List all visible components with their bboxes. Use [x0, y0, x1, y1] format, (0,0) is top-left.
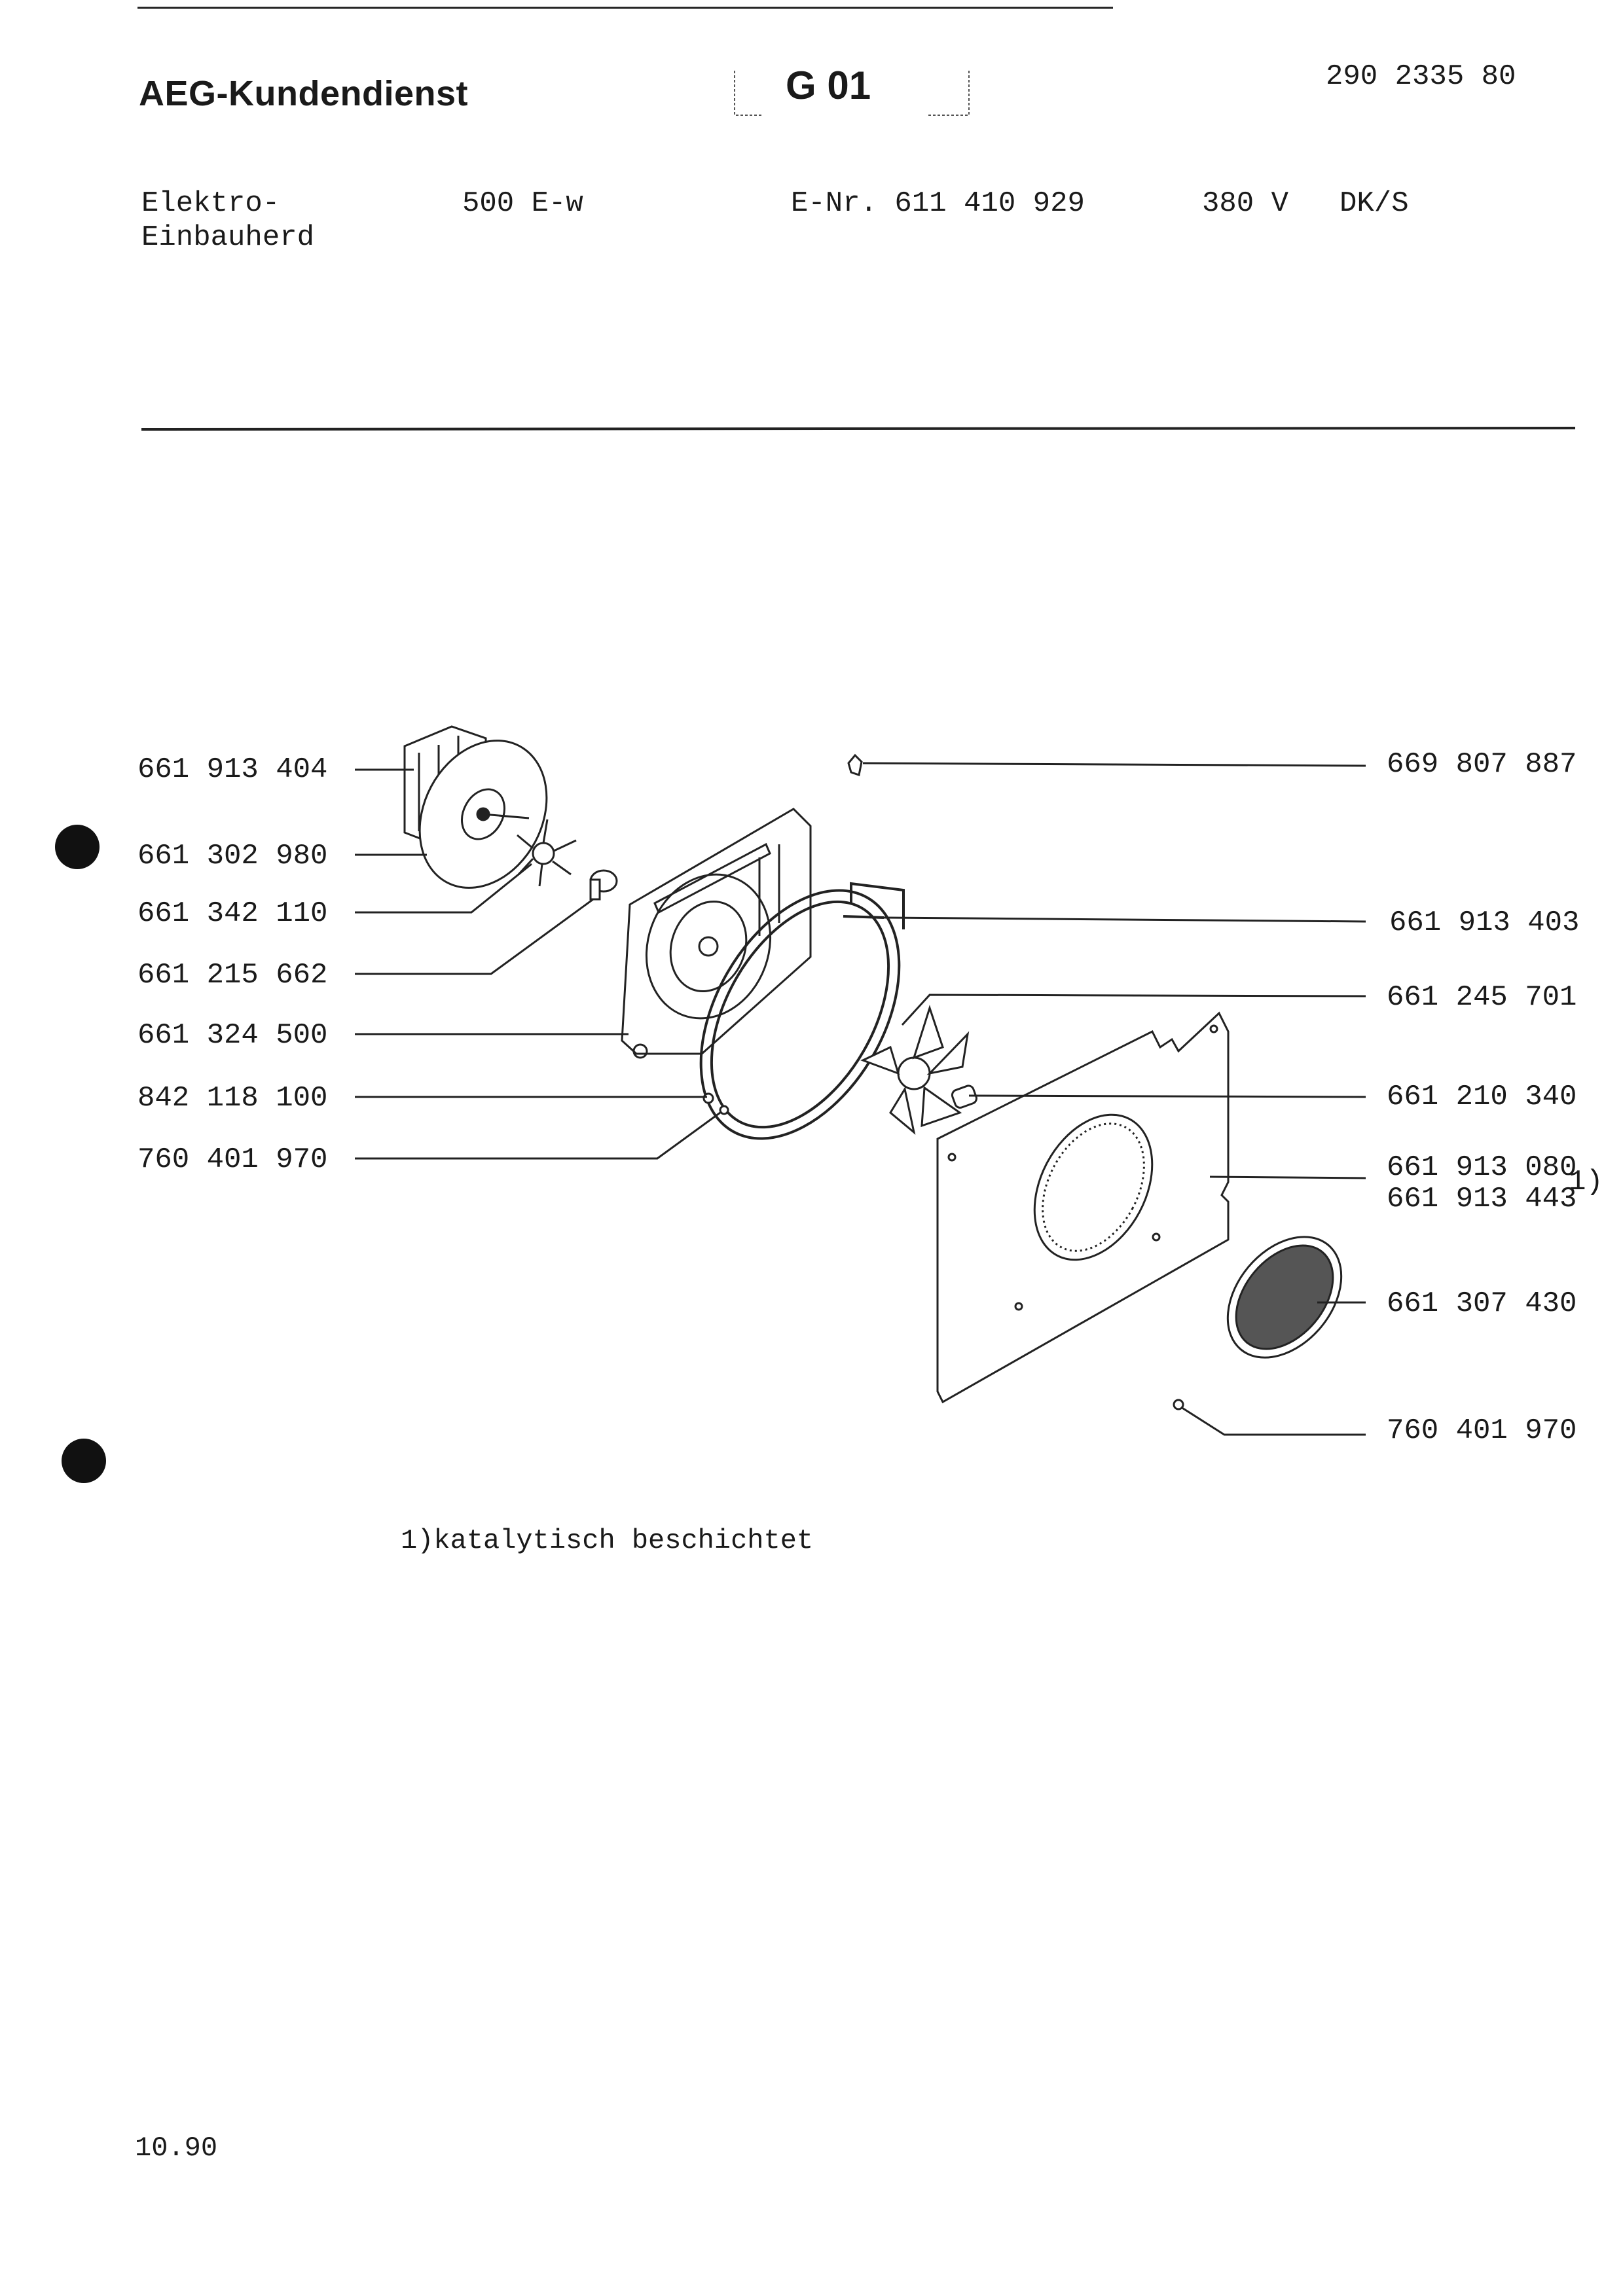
- part-number-left-3: 661 342 110: [137, 897, 328, 930]
- model-name: 500 E-w: [462, 187, 583, 220]
- product-type-line1: Elektro-: [141, 187, 280, 220]
- oven-fan-drawing: [860, 1005, 970, 1135]
- part-number-right-3: 661 245 701: [1387, 981, 1577, 1014]
- front-panel-drawing: [936, 1011, 1230, 1404]
- part-number-right-2: 661 913 403: [1389, 906, 1580, 939]
- product-type-line2: Einbauherd: [141, 221, 315, 254]
- country-code: DK/S: [1340, 187, 1409, 220]
- motor-drawing: [403, 725, 548, 889]
- nut-drawing: [951, 1085, 977, 1109]
- part-number-right-8: 760 401 970: [1387, 1414, 1577, 1447]
- document-number: 290 2335 80: [1326, 60, 1516, 93]
- footnote-text: 1)katalytisch beschichtet: [401, 1525, 814, 1556]
- part-number-right-4: 661 210 340: [1387, 1081, 1577, 1113]
- punch-hole-upper: [55, 825, 100, 869]
- cooling-fan-drawing: [517, 819, 577, 887]
- bushing-drawing: [589, 869, 618, 901]
- code-bracket-right: [928, 71, 970, 116]
- e-number: E-Nr. 611 410 929: [791, 187, 1085, 220]
- code-bracket-left: [734, 71, 762, 116]
- part-number-left-6: 842 118 100: [137, 1082, 328, 1115]
- part-number-right-1: 669 807 887: [1387, 748, 1577, 781]
- part-number-right-7: 661 307 430: [1387, 1287, 1577, 1320]
- back-plate-drawing: [621, 808, 812, 1059]
- group-code: G 01: [786, 63, 871, 107]
- brand-title: AEG-Kundendienst: [139, 74, 468, 113]
- part-number-left-1: 661 913 404: [137, 753, 328, 786]
- leader-lines-right: [862, 762, 1366, 1436]
- revision-date: 10.90: [135, 2132, 218, 2164]
- part-number-left-5: 661 324 500: [137, 1019, 328, 1052]
- part-number-left-4: 661 215 662: [137, 959, 328, 992]
- part-number-right-6: 661 913 443: [1387, 1183, 1577, 1215]
- part-number-left-7: 760 401 970: [137, 1143, 328, 1176]
- footnote-marker: 1): [1569, 1166, 1603, 1198]
- header-divider: [141, 427, 1576, 431]
- part-number-right-5: 661 913 080: [1387, 1151, 1577, 1184]
- punch-hole-lower: [62, 1439, 106, 1483]
- part-number-left-2: 661 302 980: [137, 840, 328, 872]
- leader-lines-left: [355, 768, 721, 1160]
- voltage: 380 V: [1202, 187, 1289, 220]
- grille-drawing: [1226, 1236, 1343, 1359]
